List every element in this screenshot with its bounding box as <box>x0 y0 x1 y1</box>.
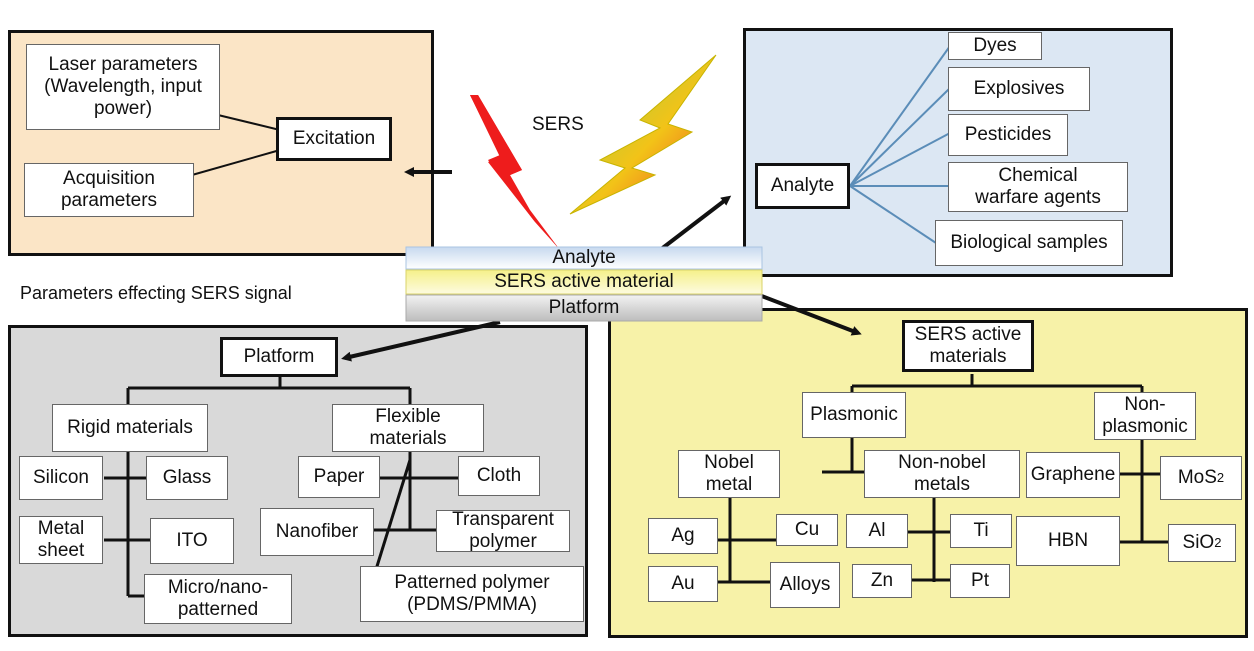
mos2-subscript: 2 <box>1216 470 1225 485</box>
caption: Parameters effecting SERS signal <box>20 283 292 303</box>
alloys-box: Alloys <box>770 562 840 608</box>
rigid-materials-box: Rigid materials <box>52 404 208 452</box>
sers-active-materials-box: SERS active materials <box>902 320 1034 372</box>
plasmonic-box: Plasmonic <box>802 392 906 438</box>
hbn-box: HBN <box>1016 516 1120 566</box>
analyte-item-explosives: Explosives <box>948 67 1090 111</box>
ag-box: Ag <box>648 518 718 554</box>
stack-active-layer <box>405 269 763 295</box>
sio2-base: SiO <box>1182 532 1215 553</box>
analyte-item-dyes: Dyes <box>948 32 1042 60</box>
platform-box: Platform <box>220 337 338 377</box>
nobel-metal-box: Nobel metal <box>678 450 780 498</box>
stack-analyte-layer <box>405 246 763 270</box>
laser-parameters-box: Laser parameters (Wavelength, input powe… <box>26 44 220 130</box>
stack-analyte-label: Analyte <box>552 247 616 268</box>
silicon-box: Silicon <box>19 456 103 500</box>
paper-box: Paper <box>298 456 380 498</box>
metal-sheet-box: Metal sheet <box>19 516 103 564</box>
gradient-bolt-icon <box>569 54 717 215</box>
nanofiber-box: Nanofiber <box>260 508 374 556</box>
cloth-box: Cloth <box>458 456 540 496</box>
non-nobel-metals-box: Non-nobel metals <box>864 450 1020 498</box>
flexible-materials-box: Flexible materials <box>332 404 484 452</box>
stack-active-label: SERS active material <box>494 271 674 292</box>
ti-box: Ti <box>950 514 1012 548</box>
stack-platform-layer <box>405 294 763 322</box>
zn-box: Zn <box>852 564 912 598</box>
au-box: Au <box>648 566 718 602</box>
excitation-box: Excitation <box>276 117 392 161</box>
analyte-item-biological: Biological samples <box>935 220 1123 266</box>
cu-box: Cu <box>776 514 838 546</box>
sers-label: SERS <box>532 114 584 135</box>
graphene-box: Graphene <box>1026 452 1120 498</box>
analyte-box: Analyte <box>755 163 850 209</box>
transparent-polymer-box: Transparent polymer <box>436 509 570 552</box>
pt-box: Pt <box>950 564 1010 598</box>
ito-box: ITO <box>150 518 234 564</box>
analyte-item-chemical-warfare: Chemical warfare agents <box>948 162 1128 212</box>
mos2-base: MoS <box>1177 467 1217 488</box>
glass-box: Glass <box>146 456 228 500</box>
micro-nano-box: Micro/nano- patterned <box>144 574 292 624</box>
non-plasmonic-box: Non- plasmonic <box>1094 392 1196 440</box>
sio2-subscript: 2 <box>1214 535 1222 550</box>
patterned-polymer-box: Patterned polymer (PDMS/PMMA) <box>360 566 584 622</box>
acquisition-parameters-box: Acquisition parameters <box>24 163 194 217</box>
al-box: Al <box>846 514 908 548</box>
analyte-item-pesticides: Pesticides <box>948 114 1068 156</box>
stack-platform-label: Platform <box>548 297 620 318</box>
